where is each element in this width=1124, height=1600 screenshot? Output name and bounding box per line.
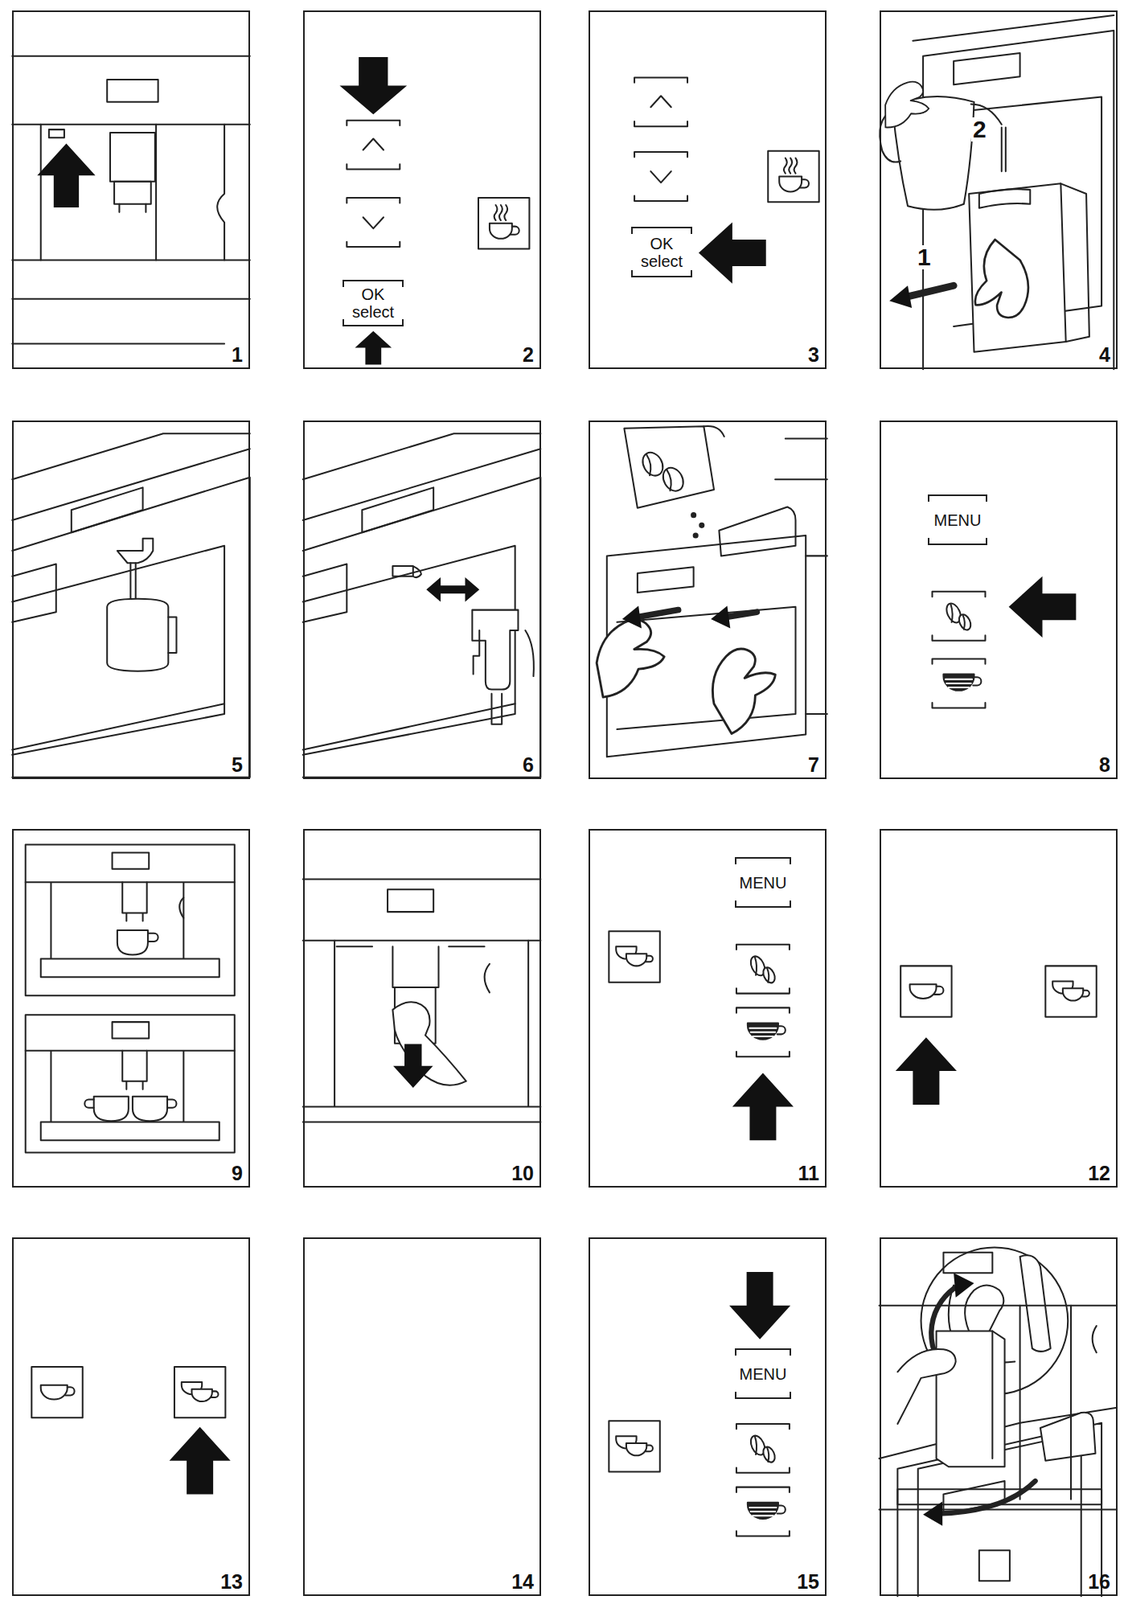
step-panel: 4 <box>879 10 1118 370</box>
control-button: MENU <box>734 857 792 908</box>
step-number: 6 <box>522 754 534 776</box>
step-number: 15 <box>796 1571 820 1592</box>
control-button: MENU <box>734 1348 792 1399</box>
callout-number: 2 <box>971 117 989 142</box>
step-panel: 11 MENU <box>588 828 827 1188</box>
step-number: 3 <box>808 344 820 366</box>
step-panel: 8 MENU <box>879 420 1118 780</box>
step-number: 5 <box>231 754 243 776</box>
control-button: OK select <box>631 226 693 278</box>
step-number: 12 <box>1087 1163 1111 1184</box>
step-panel: 9 <box>12 828 251 1188</box>
step-panel: 12 <box>879 828 1118 1188</box>
button-label: OK select <box>342 285 404 321</box>
button-label: OK select <box>631 234 693 271</box>
step-panel: 2 OK select <box>303 10 542 370</box>
step-number: 14 <box>511 1571 534 1592</box>
button-label: MENU <box>934 511 982 530</box>
step-number: 8 <box>1099 754 1111 776</box>
step-panel: 13 <box>12 1237 251 1596</box>
step-panel: 14 <box>303 1237 542 1596</box>
step-panel: 3 OK select <box>588 10 827 370</box>
control-button: OK select <box>342 279 404 327</box>
step-panel: 16 <box>879 1237 1118 1596</box>
step-panel: 7 <box>588 420 827 780</box>
button-label: MENU <box>739 873 788 892</box>
callout-number: 1 <box>915 245 933 270</box>
step-number: 13 <box>220 1571 243 1592</box>
step-number: 9 <box>231 1163 243 1184</box>
step-number: 16 <box>1087 1571 1111 1592</box>
step-number: 10 <box>511 1163 534 1184</box>
step-panel: 10 <box>303 828 542 1188</box>
step-number: 7 <box>808 754 820 776</box>
step-number: 2 <box>522 344 534 366</box>
step-panel: 1 <box>12 10 251 370</box>
step-panel: 6 <box>303 420 542 780</box>
step-number: 1 <box>231 344 243 366</box>
button-label: MENU <box>739 1365 788 1383</box>
step-number: 11 <box>798 1163 820 1184</box>
step-panel: 15 MENU <box>588 1237 827 1596</box>
control-button: MENU <box>927 494 988 546</box>
step-number: 4 <box>1099 344 1111 366</box>
step-panel: 5 <box>12 420 251 780</box>
